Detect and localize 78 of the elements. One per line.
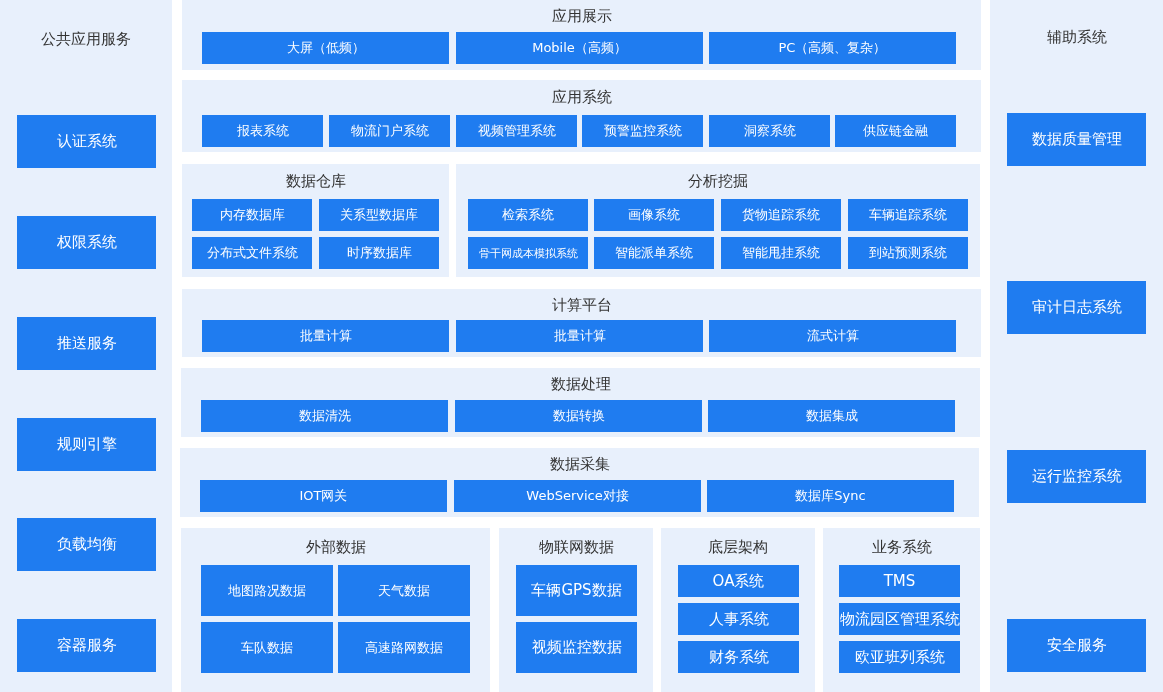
panel-heading: 数据采集 (548, 453, 611, 475)
panel-heading: 数据仓库 (284, 171, 347, 192)
module-box: 安全服务 (1007, 619, 1146, 672)
module-box: 内存数据库 (192, 199, 312, 231)
module-box: Mobile（高频） (456, 32, 703, 64)
module-box: WebService对接 (454, 480, 701, 512)
panel-heading: 业务系统 (870, 536, 933, 558)
panel-heading: 底层架构 (707, 536, 769, 558)
module-box: 车辆GPS数据 (516, 565, 637, 616)
module-box: PC（高频、复杂） (709, 32, 956, 64)
module-box: 时序数据库 (319, 237, 439, 269)
module-box: 批量计算 (202, 320, 449, 352)
layer-panel (182, 80, 981, 152)
panel-heading: 数据处理 (549, 373, 612, 395)
panel-heading: 分析挖掘 (687, 171, 749, 192)
panel-heading: 计算平台 (550, 294, 613, 316)
module-box: 分布式文件系统 (192, 237, 312, 269)
side-panel (661, 528, 815, 692)
module-box: 检索系统 (468, 199, 588, 231)
module-box: 权限系统 (17, 216, 156, 269)
panel-heading: 公共应用服务 (40, 30, 132, 48)
layer-panel (456, 164, 980, 277)
module-box: 视频管理系统 (456, 115, 577, 147)
module-box: 批量计算 (456, 320, 703, 352)
module-box: 欧亚班列系统 (839, 641, 960, 673)
module-box: 预警监控系统 (582, 115, 703, 147)
layer-panel (181, 368, 980, 437)
module-box: 大屏（低频） (202, 32, 449, 64)
module-box: TMS (839, 565, 960, 597)
module-box: 天气数据 (338, 565, 470, 616)
side-panel (499, 528, 653, 692)
module-box: 物流门户系统 (329, 115, 450, 147)
layer-panel (181, 528, 490, 692)
side-panel (0, 0, 172, 692)
module-box: 数据转换 (455, 400, 702, 432)
module-box: 关系型数据库 (319, 199, 439, 231)
module-box: 骨干网成本模拟系统 (468, 237, 588, 269)
module-box: 数据清洗 (201, 400, 448, 432)
layer-panel (182, 164, 449, 277)
module-box: 地图路况数据 (201, 565, 333, 616)
panel-heading: 应用系统 (550, 87, 613, 108)
module-box: 到站预测系统 (848, 237, 968, 269)
module-box: 规则引擎 (17, 418, 156, 471)
module-box: 洞察系统 (709, 115, 830, 147)
module-box: 供应链金融 (835, 115, 956, 147)
module-box: 高速路网数据 (338, 622, 470, 673)
layer-panel (182, 0, 981, 70)
module-box: 货物追踪系统 (721, 199, 841, 231)
module-box: 审计日志系统 (1007, 281, 1146, 334)
module-box: 认证系统 (17, 115, 156, 168)
module-box: 运行监控系统 (1007, 450, 1146, 503)
module-box: 画像系统 (594, 199, 714, 231)
panel-heading: 外部数据 (304, 536, 367, 558)
module-box: 数据库Sync (707, 480, 954, 512)
module-box: 数据质量管理 (1007, 113, 1146, 166)
panel-heading: 物联网数据 (537, 536, 615, 558)
module-box: 数据集成 (708, 400, 955, 432)
side-panel (823, 528, 980, 692)
module-box: 财务系统 (678, 641, 799, 673)
module-box: OA系统 (678, 565, 799, 597)
module-box: 智能甩挂系统 (721, 237, 841, 269)
module-box: IOT网关 (200, 480, 447, 512)
module-box: 智能派单系统 (594, 237, 714, 269)
module-box: 人事系统 (678, 603, 799, 635)
module-box: 视频监控数据 (516, 622, 637, 673)
module-box: 报表系统 (202, 115, 323, 147)
panel-heading: 应用展示 (550, 5, 613, 27)
module-box: 负载均衡 (17, 518, 156, 571)
layer-panel (180, 448, 979, 517)
module-box: 车辆追踪系统 (848, 199, 968, 231)
panel-heading: 辅助系统 (1045, 30, 1108, 44)
module-box: 容器服务 (17, 619, 156, 672)
module-box: 流式计算 (709, 320, 956, 352)
side-panel (990, 0, 1163, 692)
layer-panel (182, 289, 981, 357)
module-box: 物流园区管理系统 (839, 603, 960, 635)
module-box: 车队数据 (201, 622, 333, 673)
module-box: 推送服务 (17, 317, 156, 370)
